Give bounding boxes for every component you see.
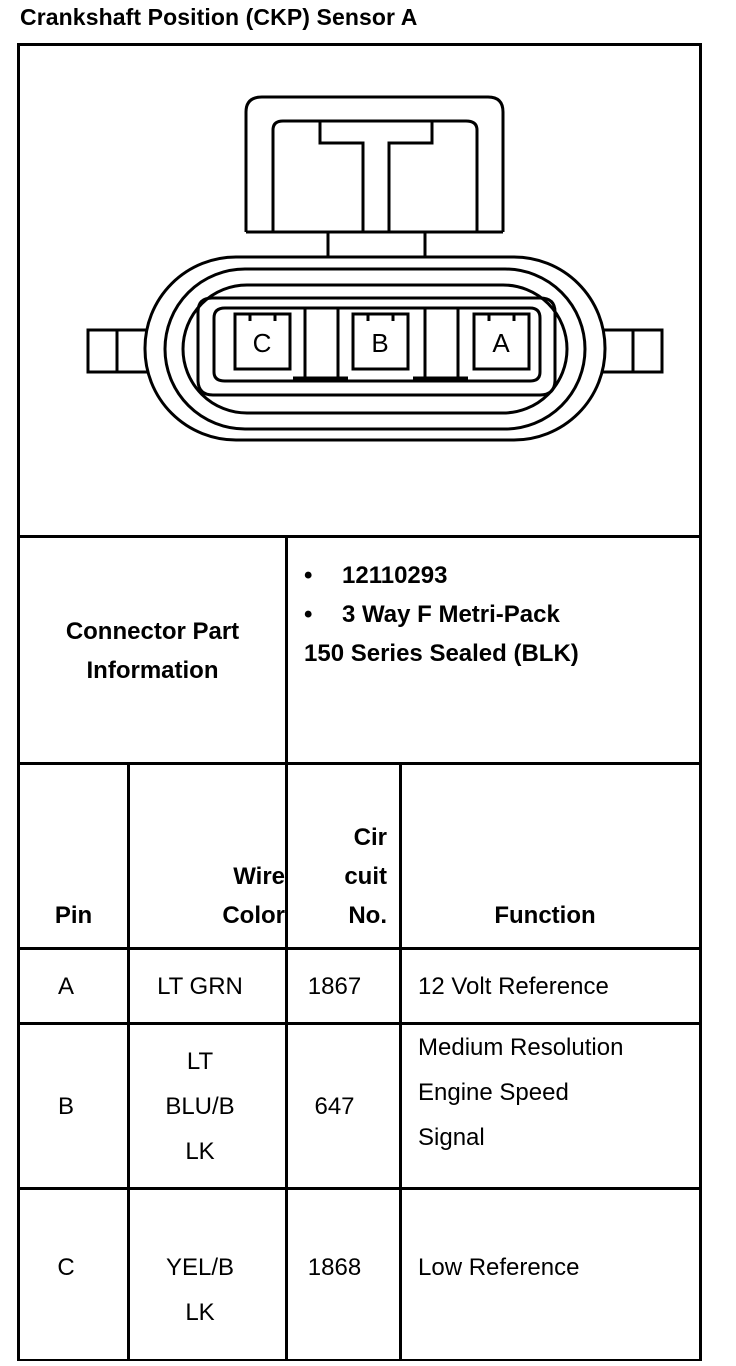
pin-a-label: A xyxy=(492,328,510,358)
divider xyxy=(399,762,402,1361)
function-line: Engine Speed xyxy=(418,1079,569,1106)
pin-c-cavity xyxy=(233,312,292,371)
wire-color-line: LT xyxy=(186,1047,214,1075)
header-wire-color-line: Color xyxy=(222,902,285,929)
header-circuit: Cir cuit No. xyxy=(288,765,387,935)
header-wire-color: Wire Color xyxy=(130,765,285,935)
lock-latch xyxy=(318,121,434,232)
part-series: 150 Series Sealed (BLK) xyxy=(304,640,579,667)
divider xyxy=(285,535,288,1361)
part-info-label: Connector Part Information xyxy=(20,612,285,690)
header-function-label: Function xyxy=(494,902,596,929)
part-info-details: • 12110293 • 3 Way F Metri-Pack 150 Series… xyxy=(304,556,579,673)
row-c-circuit: 1868 xyxy=(307,1254,362,1281)
connector-table-frame xyxy=(17,43,702,1361)
header-function: Function xyxy=(402,765,688,935)
divider xyxy=(17,762,702,765)
row-a-function: 12 Volt Reference xyxy=(418,972,609,1000)
wire-color-line: LK xyxy=(185,1299,215,1326)
connector-body-seal xyxy=(163,267,587,431)
pin-c-label: C xyxy=(253,328,272,358)
header-circuit-line: Cir xyxy=(353,824,387,851)
part-info-label-line: Connector Part xyxy=(65,618,240,645)
connector-body-inner xyxy=(181,283,569,415)
header-circuit-line: cuit xyxy=(344,863,387,890)
bullet-icon: • xyxy=(304,562,313,589)
lock-tab-outer xyxy=(244,95,505,232)
row-b-wire-color: LT BLU/B LK xyxy=(130,1025,270,1187)
row-c-wire-color: YEL/B LK xyxy=(130,1245,270,1335)
function-line: Signal xyxy=(418,1124,485,1151)
function-line: Medium Resolution xyxy=(418,1034,624,1061)
header-circuit-line: No. xyxy=(348,902,387,929)
row-b-pin: B xyxy=(57,1092,74,1120)
bullet-icon: • xyxy=(304,601,313,628)
part-description: 3 Way F Metri-Pack xyxy=(342,601,560,628)
header-pin: Pin xyxy=(20,765,127,935)
connector-diagram: C B A xyxy=(86,95,664,442)
divider xyxy=(17,1187,702,1190)
row-c-pin: C xyxy=(57,1254,75,1281)
wire-color-line: YEL/B xyxy=(165,1254,235,1281)
divider xyxy=(17,1022,702,1025)
row-b-circuit: 647 xyxy=(314,1092,355,1120)
row-c-function: Low Reference xyxy=(418,1254,580,1281)
row-a-circuit: 1867 xyxy=(307,972,362,1000)
pin-b-label: B xyxy=(371,328,388,358)
row-a-wire-color: LT GRN xyxy=(157,972,243,1000)
divider xyxy=(17,947,702,950)
lock-tab-inner xyxy=(271,119,479,232)
pin-a-cavity xyxy=(472,312,531,371)
row-b-function: Medium Resolution Engine Speed Signal xyxy=(418,1025,698,1187)
row-a-pin: A xyxy=(57,972,74,1000)
pin-b-cavity xyxy=(351,312,410,371)
wire-color-line: LK xyxy=(185,1137,215,1165)
divider xyxy=(127,762,130,1361)
header-pin-label: Pin xyxy=(54,902,93,929)
part-number: 12110293 xyxy=(342,562,448,589)
wire-color-line: BLU/B xyxy=(165,1092,235,1120)
divider xyxy=(17,535,702,538)
header-wire-color-line: Wire xyxy=(233,863,285,890)
page-title: Crankshaft Position (CKP) Sensor A xyxy=(20,4,418,30)
part-info-label-line: Information xyxy=(86,657,219,684)
